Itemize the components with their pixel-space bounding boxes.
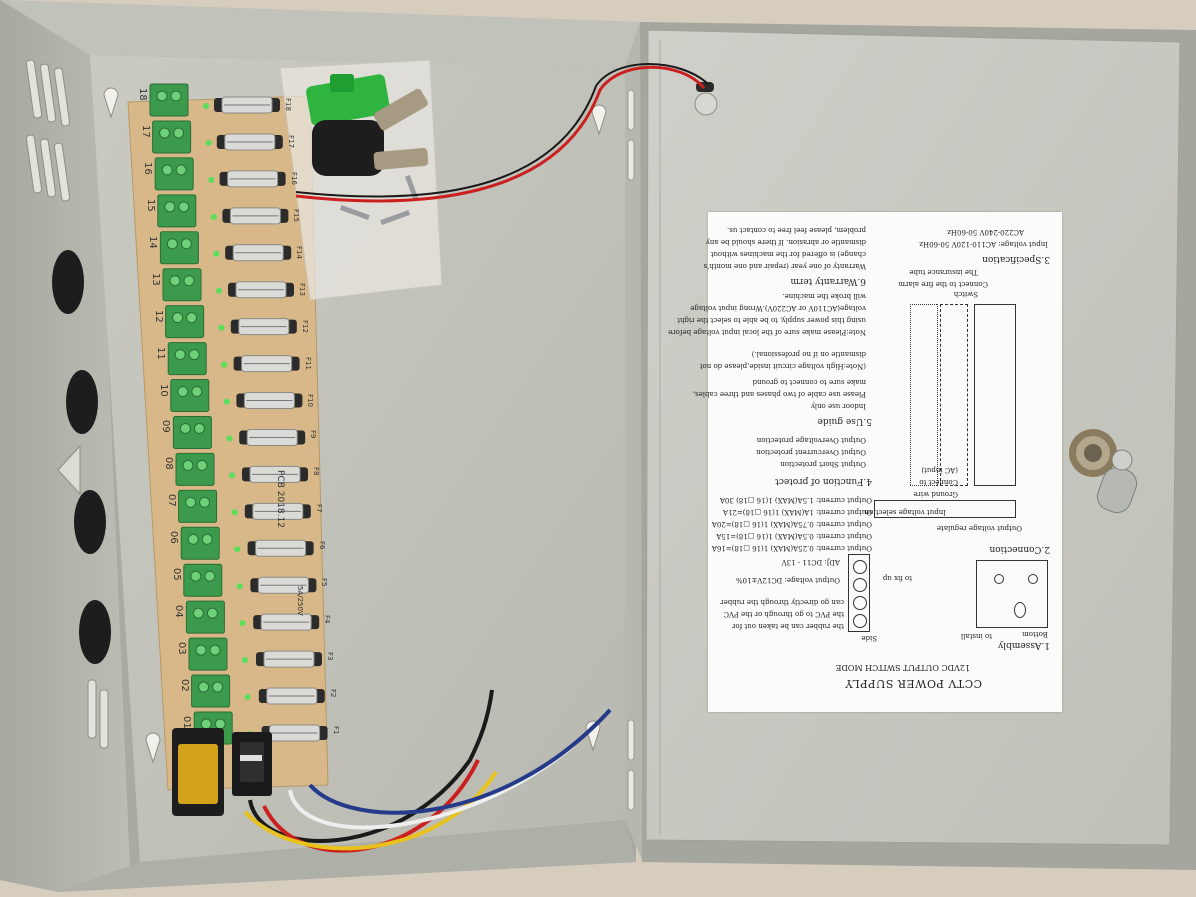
fuse xyxy=(230,318,297,336)
fuse xyxy=(225,244,292,262)
status-led xyxy=(208,176,215,183)
channel-label: 09 xyxy=(160,420,172,434)
status-led xyxy=(216,287,222,294)
channel-label: 06 xyxy=(168,531,180,545)
fuse xyxy=(216,133,283,151)
terminal-block xyxy=(170,379,210,413)
terminal-block xyxy=(180,526,220,560)
fuse-label: F11 xyxy=(303,356,312,370)
channel-label: 05 xyxy=(170,568,182,581)
status-led xyxy=(236,583,243,590)
terminal-block xyxy=(152,120,192,154)
fuse-label: F5 xyxy=(320,578,329,587)
channel-label: 17 xyxy=(139,124,151,138)
channel-label: 11 xyxy=(155,346,167,360)
status-led xyxy=(242,657,248,664)
parts-bag xyxy=(279,59,443,301)
channel-label: 01 xyxy=(181,716,193,729)
terminal-block xyxy=(175,452,215,486)
fuse xyxy=(253,613,320,631)
channel-label: 08 xyxy=(163,457,174,471)
fuse xyxy=(261,724,328,742)
status-led xyxy=(231,509,238,516)
fuse-label: F15 xyxy=(292,208,301,222)
fuse xyxy=(247,539,314,557)
fuse-label: F6 xyxy=(317,541,326,550)
channel-label: 13 xyxy=(150,272,161,286)
terminal-block xyxy=(154,157,194,191)
fuse xyxy=(233,355,300,373)
fuse xyxy=(236,392,303,410)
fuse xyxy=(214,96,280,114)
status-led xyxy=(229,472,235,479)
terminal-block xyxy=(183,563,223,597)
status-led xyxy=(244,694,251,701)
pcb-fuse-rating: 5A/250V xyxy=(296,586,304,616)
fuse xyxy=(222,207,289,225)
fuse-label: F8 xyxy=(312,467,320,476)
pcb-board xyxy=(127,83,329,791)
terminal-block xyxy=(157,194,197,228)
channel-label: 18 xyxy=(137,88,148,101)
status-led xyxy=(213,250,220,257)
terminal-block xyxy=(185,600,225,634)
terminal-block xyxy=(178,489,218,523)
fuse-label: F7 xyxy=(314,504,323,513)
mains-switch xyxy=(232,732,272,796)
channel-label: 03 xyxy=(176,642,187,655)
fuse-label: F17 xyxy=(286,134,295,148)
status-led xyxy=(205,139,212,146)
fuse-label: F13 xyxy=(298,282,306,296)
terminal-block xyxy=(165,305,205,339)
fuse-label: F16 xyxy=(289,171,298,185)
fuse-label: F18 xyxy=(284,98,292,111)
fuse-label: F10 xyxy=(306,393,315,407)
channel-label: 16 xyxy=(142,161,154,175)
fuse-label: F14 xyxy=(295,245,304,259)
fuse xyxy=(256,650,322,668)
status-led xyxy=(223,398,230,405)
channel-label: 14 xyxy=(147,235,159,249)
fuse-label: F2 xyxy=(328,689,337,698)
terminal-block xyxy=(191,674,231,708)
fuse xyxy=(244,502,311,520)
channel-label: 07 xyxy=(165,494,177,508)
terminal-block xyxy=(149,83,189,117)
fuse-label: F1 xyxy=(331,726,340,735)
fuse xyxy=(258,687,325,705)
channel-label: 15 xyxy=(144,198,156,212)
status-led xyxy=(210,213,217,220)
fuse-label: F4 xyxy=(323,615,332,624)
mains-fuse-holder xyxy=(172,728,224,816)
fuse-label: F9 xyxy=(309,430,318,439)
fuse xyxy=(228,281,294,299)
fuse xyxy=(219,170,286,188)
status-led xyxy=(226,435,233,442)
enclosure-box xyxy=(0,0,642,892)
fuse xyxy=(239,428,306,446)
terminal-block xyxy=(172,415,212,449)
status-led xyxy=(203,103,209,109)
terminal-block xyxy=(159,231,199,265)
fuse xyxy=(250,576,317,594)
pcb-board-label: PCB 2018.12 xyxy=(275,470,285,528)
terminal-block xyxy=(162,268,202,302)
status-led xyxy=(221,361,228,368)
channel-label: 12 xyxy=(152,309,164,323)
fuse-label: F12 xyxy=(300,319,309,333)
fuse-label: F3 xyxy=(326,652,334,661)
status-led xyxy=(239,620,246,627)
terminal-block xyxy=(167,342,207,376)
channel-label: 02 xyxy=(178,679,190,692)
status-led xyxy=(218,324,225,331)
fuse xyxy=(242,465,308,483)
instruction-sheet: CCTV POWER SUPPLY 12VDC OUTPUT SWITCH MO… xyxy=(668,212,1062,712)
status-led xyxy=(234,546,241,553)
terminal-block xyxy=(188,637,228,671)
channel-label: 10 xyxy=(157,383,169,397)
channel-label: 04 xyxy=(173,605,185,618)
